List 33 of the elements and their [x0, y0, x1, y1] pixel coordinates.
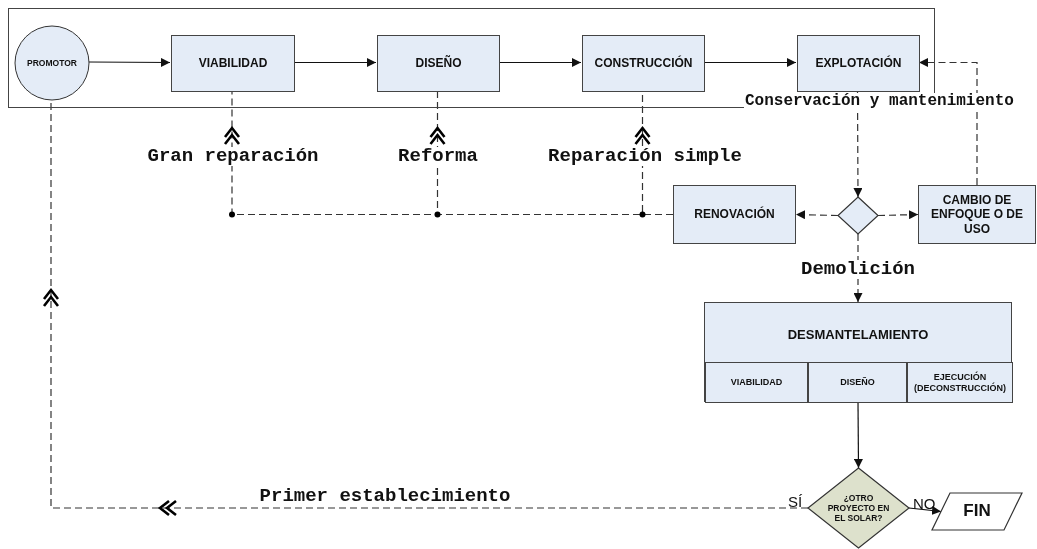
node-label: DISEÑO	[840, 377, 875, 388]
edge-label: Reparación simple	[547, 147, 743, 166]
start-circle	[14, 25, 90, 101]
edge-label: Gran reparación	[146, 147, 320, 166]
node-label: EXPLOTACIÓN	[815, 56, 902, 71]
node-label: VIABILIDAD	[730, 377, 783, 388]
node-label: EJECUCIÓN (DECONSTRUCCIÓN)	[913, 371, 1007, 394]
edge-label: Reforma	[397, 147, 479, 166]
node-label: FIN	[963, 501, 991, 522]
process-box	[171, 35, 295, 92]
node-label: CAMBIO DE ENFOQUE O DE USO	[930, 192, 1024, 237]
process-cell	[907, 362, 1013, 403]
process-box	[704, 302, 1012, 402]
node-label: DISEÑO	[415, 56, 462, 71]
process-box	[797, 35, 920, 92]
process-box	[377, 35, 500, 92]
node-label: DESMANTELAMIENTO	[787, 327, 929, 343]
decision-diamond	[838, 197, 878, 234]
node-label: RENOVACIÓN	[694, 207, 775, 222]
process-cell	[808, 362, 907, 403]
node-label: ¿OTRO PROYECTO EN EL SOLAR?	[826, 492, 891, 524]
process-cell	[705, 362, 808, 403]
edge-label: Demolición	[800, 260, 916, 279]
decision-diamond	[808, 468, 909, 548]
branch-label: SÍ	[788, 494, 803, 509]
process-box	[918, 185, 1036, 244]
node-label: PROMOTOR	[27, 57, 77, 69]
process-box	[582, 35, 705, 92]
annotation-text: Conservación y mantenimiento	[744, 93, 1015, 109]
branch-label: NO	[913, 496, 936, 511]
node-label: VIABILIDAD	[198, 56, 268, 71]
node-label: CONSTRUCCIÓN	[594, 56, 693, 71]
process-box	[673, 185, 796, 244]
